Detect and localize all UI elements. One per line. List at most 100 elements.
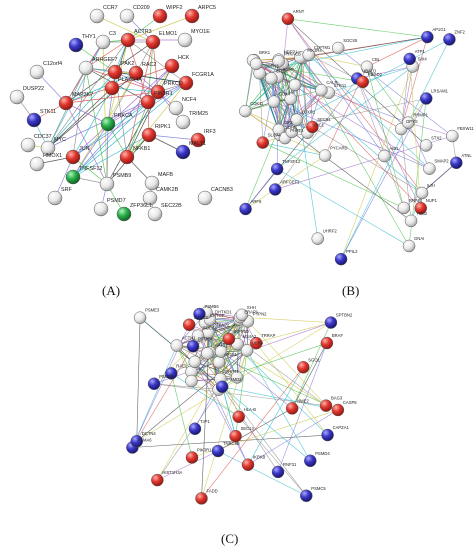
node-label: ARFGEF2 bbox=[280, 179, 300, 184]
node-label: DCTN4 bbox=[142, 431, 157, 436]
node-pla2g4a bbox=[104, 80, 120, 96]
node-label: PRKCA bbox=[114, 113, 133, 119]
interaction-edge bbox=[220, 350, 248, 380]
interaction-edge bbox=[408, 122, 430, 169]
network-node bbox=[256, 136, 269, 149]
network-node bbox=[334, 252, 348, 266]
node-label: NCF4 bbox=[182, 97, 196, 103]
node-label: SPTBN2 bbox=[336, 313, 353, 318]
interaction-edge bbox=[294, 84, 423, 194]
node-label: NME2 bbox=[297, 398, 309, 403]
interaction-edge bbox=[72, 123, 109, 178]
interaction-edge bbox=[308, 54, 313, 127]
network-node bbox=[419, 139, 433, 152]
node-label: CCR7 bbox=[103, 5, 118, 11]
interaction-edge bbox=[273, 101, 430, 169]
network-node bbox=[378, 149, 391, 163]
node-label: PSME4 bbox=[198, 336, 213, 341]
interaction-edge bbox=[245, 168, 278, 210]
network-node bbox=[403, 52, 416, 66]
interaction-edge bbox=[217, 408, 293, 452]
node-label: FADD bbox=[207, 488, 218, 493]
network-node bbox=[290, 113, 303, 126]
node-label: RAE1 bbox=[176, 363, 188, 368]
interaction-edge bbox=[47, 71, 116, 149]
interaction-edge bbox=[114, 71, 187, 84]
node-arhgef7 bbox=[78, 60, 94, 76]
interaction-edge bbox=[357, 78, 405, 209]
network-node bbox=[193, 307, 206, 321]
network-node bbox=[404, 214, 418, 228]
panel-label-c: (C) bbox=[221, 531, 239, 546]
interaction-edge bbox=[126, 65, 173, 158]
node-stk11 bbox=[26, 112, 42, 128]
interaction-edge bbox=[75, 44, 116, 73]
interaction-edge bbox=[192, 346, 249, 465]
node-label: SIX4 bbox=[418, 56, 428, 61]
network-node bbox=[239, 104, 252, 118]
node-label: CAMK2B bbox=[156, 187, 179, 193]
network-node bbox=[215, 380, 229, 394]
node-label: ACTR3 bbox=[134, 29, 152, 35]
interaction-edge bbox=[262, 142, 404, 209]
network-node bbox=[229, 429, 242, 443]
node-label: CBL bbox=[372, 57, 381, 62]
node-prkca bbox=[100, 116, 116, 132]
node-label: SHH bbox=[247, 305, 256, 310]
node-label: FBXW11 bbox=[457, 126, 474, 131]
interaction-edge bbox=[308, 54, 368, 68]
node-label: STX2 bbox=[431, 135, 442, 140]
node-label: CDC37 bbox=[34, 134, 52, 140]
interaction-edge bbox=[157, 450, 219, 481]
node-label: PIK3R1 bbox=[154, 91, 173, 97]
node-label: PHPT1 bbox=[225, 369, 239, 374]
node-label: GNAI bbox=[414, 236, 424, 241]
interaction-edge bbox=[291, 342, 328, 409]
interaction-edge bbox=[85, 39, 129, 69]
node-label: ATP1 bbox=[415, 49, 426, 54]
interaction-edge bbox=[256, 63, 363, 83]
node-label: PPIL2 bbox=[346, 249, 358, 254]
network-node bbox=[285, 402, 299, 415]
node-label: HCK bbox=[178, 55, 190, 61]
node-label: HLA-B bbox=[244, 407, 257, 412]
network-node bbox=[240, 344, 254, 357]
node-label: YOB2 bbox=[416, 211, 428, 216]
interaction-edge bbox=[188, 324, 293, 409]
node-label: PIK3R1 bbox=[197, 448, 212, 453]
node-label: JUN bbox=[79, 146, 90, 152]
interaction-edge bbox=[157, 386, 223, 481]
node-map3k7 bbox=[58, 95, 74, 111]
interaction-edge bbox=[72, 82, 187, 158]
node-actr3 bbox=[120, 32, 136, 48]
node-label: PTPN2 bbox=[253, 311, 267, 316]
node-label: PSMC5 bbox=[311, 486, 326, 491]
node-myc bbox=[40, 140, 56, 156]
node-label: DPYS bbox=[406, 119, 418, 124]
node-label: HDFP1 bbox=[284, 50, 298, 55]
node-hck bbox=[164, 58, 180, 74]
node-label: STK11 bbox=[334, 83, 347, 88]
network-node bbox=[443, 33, 456, 46]
node-label: THY1 bbox=[82, 34, 96, 40]
interaction-edge bbox=[246, 350, 311, 461]
node-label: CLPTM1 bbox=[314, 45, 331, 50]
node-label: MS4A2 bbox=[242, 334, 256, 339]
interaction-edge bbox=[340, 66, 413, 260]
network-node bbox=[421, 30, 434, 44]
node-label: BRK1 bbox=[259, 50, 271, 55]
node-label: PLA2G4A bbox=[118, 77, 142, 83]
interaction-edge bbox=[72, 134, 150, 178]
interaction-edge bbox=[96, 15, 154, 43]
interaction-edge bbox=[102, 41, 108, 185]
node-label: ATNL bbox=[461, 153, 472, 158]
node-label: BAG3 bbox=[331, 396, 343, 401]
interaction-edge bbox=[191, 351, 222, 382]
network-node bbox=[446, 129, 459, 143]
interaction-edge bbox=[291, 131, 412, 222]
network-node bbox=[450, 156, 463, 170]
node-rac2 bbox=[128, 65, 144, 81]
interaction-edge bbox=[366, 36, 428, 68]
node-fcgr1a bbox=[178, 75, 194, 91]
interaction-edge bbox=[65, 65, 173, 104]
